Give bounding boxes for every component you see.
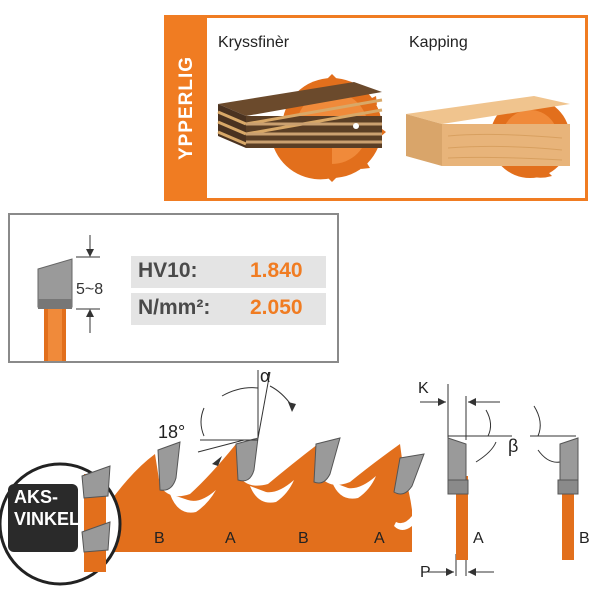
- carbide-tooth-4: [393, 453, 425, 495]
- ypperlig-text: YPPERLIG: [176, 55, 198, 161]
- profile-b-label: B: [579, 530, 590, 547]
- clearance-angle-label: β: [508, 436, 519, 456]
- plywood-cut-illustration: [217, 74, 386, 182]
- badge-line2: VINKEL: [14, 509, 81, 529]
- aks-vinkel-badge: [0, 462, 122, 586]
- use-label-plywood: Kryssfinèr: [218, 34, 290, 51]
- tooth-pattern-3: B: [298, 530, 309, 547]
- nmm2-value: 2.050: [250, 296, 303, 319]
- use-label-crosscut: Kapping: [409, 34, 468, 51]
- hook-angle-label: α: [260, 366, 271, 386]
- carbide-tooth-3: [313, 437, 341, 484]
- hv10-value: 1.840: [250, 259, 303, 282]
- tooth-profile-a: [447, 437, 469, 560]
- tooth-profile-b: [557, 437, 579, 560]
- tooth-height-label: 5~8: [76, 281, 104, 298]
- applications-band: [167, 18, 207, 198]
- kerf-label: K: [418, 380, 429, 397]
- aks-vinkel-text: AKS- VINKEL: [14, 486, 80, 530]
- tooth-height-diagram: [37, 235, 100, 361]
- hardness-row-hv10: [131, 256, 326, 288]
- hardness-row-nmm2: [131, 293, 326, 325]
- tooth-pattern-4: A: [374, 530, 385, 547]
- nmm2-label: N/mm²:: [138, 296, 211, 319]
- blade-body: [100, 444, 412, 552]
- carbide-tooth-2: [235, 437, 259, 482]
- tooth-geometry-diagram: [0, 370, 579, 586]
- ypperlig-badge: YPPERLIG: [167, 18, 207, 198]
- profile-a-label: A: [473, 530, 484, 547]
- badge-line1: AKS-: [14, 487, 58, 507]
- tooth-pattern-2: A: [225, 530, 236, 547]
- bevel-angle-label: 18°: [158, 422, 186, 442]
- carbide-tooth-1: [157, 441, 181, 491]
- plate-label: P: [420, 564, 431, 581]
- tooth-pattern-1: B: [154, 530, 165, 547]
- crosscut-illustration: [406, 96, 570, 178]
- hv10-label: HV10:: [138, 259, 198, 282]
